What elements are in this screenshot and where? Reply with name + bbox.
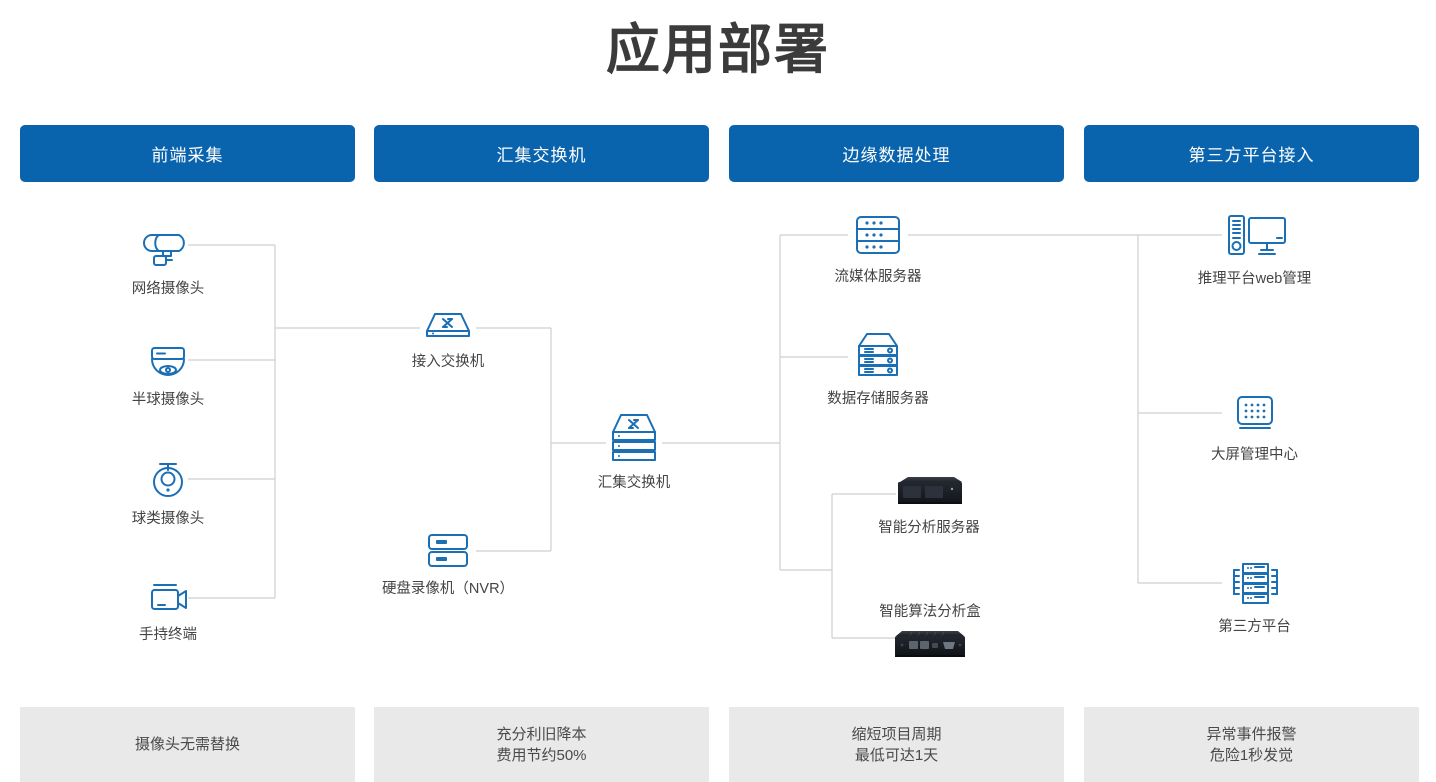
node-ip-camera[interactable]: 网络摄像头 — [128, 226, 208, 298]
node-label: 第三方平台 — [1218, 619, 1291, 635]
node-nvr[interactable]: 硬盘录像机（NVR） — [382, 530, 514, 598]
page-title: 应用部署 — [606, 20, 830, 80]
column-header-edge-data-processing: 边缘数据处理 — [729, 125, 1064, 182]
server-rack-icon — [1232, 563, 1278, 604]
node-label: 推理平台web管理 — [1197, 271, 1312, 287]
edge-ai-box-photo — [895, 631, 965, 657]
footer-benefit-switch: 充分利旧降本 费用节约50% — [374, 707, 709, 782]
footer-line: 异常事件报警 — [1206, 725, 1297, 743]
node-handheld-terminal[interactable]: 手持终端 — [128, 580, 208, 644]
node-video-wall[interactable]: 大屏管理中心 — [1192, 392, 1317, 464]
node-label: 智能算法分析盒 — [879, 604, 981, 620]
footer-line: 最低可达1天 — [854, 746, 939, 764]
node-algorithm-box[interactable]: 智能算法分析盒 — [872, 600, 988, 660]
node-storage-server[interactable]: 数据存储服务器 — [827, 330, 929, 408]
bullet-camera-icon — [143, 234, 185, 266]
node-stream-server[interactable]: 流媒体服务器 — [835, 212, 922, 286]
storage-server-icon — [858, 333, 898, 376]
column-header-aggregation-switch: 汇集交换机 — [374, 125, 709, 182]
node-ptz-camera[interactable]: 球类摄像头 — [128, 456, 208, 528]
footer-line: 缩短项目周期 — [851, 725, 942, 743]
stacked-switch-icon — [612, 414, 656, 461]
node-label: 智能分析服务器 — [878, 520, 980, 536]
node-web-platform[interactable]: 推理平台web管理 — [1192, 212, 1317, 288]
node-label: 网络摄像头 — [131, 281, 205, 297]
video-wall-icon — [1236, 396, 1273, 429]
switch-icon — [426, 313, 470, 337]
analysis-server-photo — [898, 477, 962, 504]
dome-camera-icon — [151, 347, 185, 376]
footer-line: 危险1秒发觉 — [1209, 746, 1294, 764]
footer-benefit-front-end: 摄像头无需替换 — [20, 707, 355, 782]
footer-line: 摄像头无需替换 — [134, 736, 240, 753]
column-header-front-end-capture: 前端采集 — [20, 125, 355, 182]
node-aggregation-switch[interactable]: 汇集交换机 — [594, 410, 674, 492]
nvr-icon — [428, 534, 468, 567]
node-third-party-platform[interactable]: 第三方平台 — [1192, 560, 1317, 636]
node-label: 硬盘录像机（NVR） — [381, 581, 515, 597]
node-label: 球类摄像头 — [131, 511, 205, 527]
node-label: 接入交换机 — [411, 354, 485, 370]
column-header-third-party-access: 第三方平台接入 — [1084, 125, 1419, 182]
node-label: 数据存储服务器 — [827, 391, 929, 407]
footer-line: 费用节约50% — [496, 746, 587, 764]
node-label: 半球摄像头 — [131, 392, 205, 408]
node-dome-camera[interactable]: 半球摄像头 — [128, 341, 208, 409]
footer-benefit-third-party: 异常事件报警 危险1秒发觉 — [1084, 707, 1419, 782]
node-analysis-server[interactable]: 智能分析服务器 — [871, 473, 987, 537]
desktop-pc-icon — [1227, 215, 1286, 255]
node-access-switch[interactable]: 接入交换机 — [408, 305, 488, 371]
footer-line: 充分利旧降本 — [496, 725, 587, 743]
node-label: 大屏管理中心 — [1211, 447, 1298, 463]
node-label: 流媒体服务器 — [834, 269, 922, 285]
node-label: 手持终端 — [139, 627, 197, 643]
ptz-camera-icon — [153, 463, 183, 497]
camcorder-icon — [151, 584, 187, 610]
footer-benefit-edge: 缩短项目周期 最低可达1天 — [729, 707, 1064, 782]
rack-server-icon — [856, 216, 900, 254]
node-label: 汇集交换机 — [597, 475, 671, 491]
